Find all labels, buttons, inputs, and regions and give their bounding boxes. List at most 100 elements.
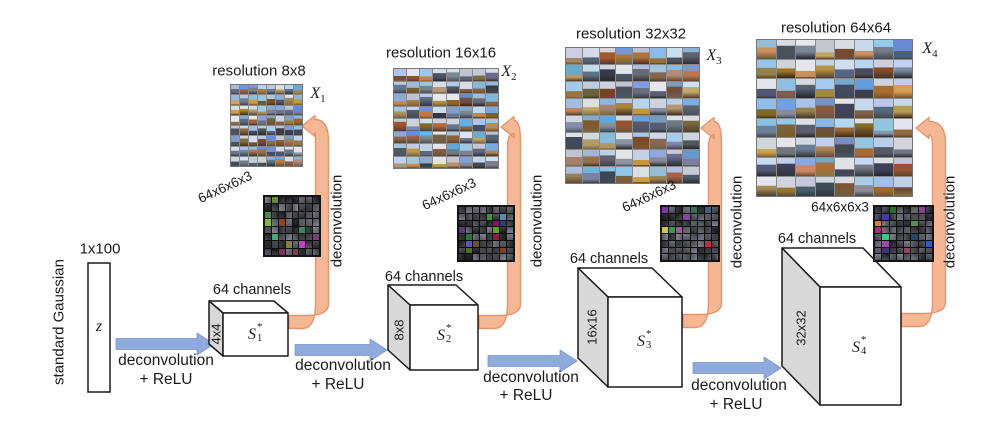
sample-thumbnail bbox=[394, 69, 407, 81]
sample-thumbnail bbox=[433, 81, 446, 93]
filter-thumbnail bbox=[486, 227, 493, 233]
sample-thumbnail bbox=[776, 118, 795, 138]
filter-thumbnail bbox=[507, 213, 513, 220]
sample-thumbnail bbox=[420, 119, 433, 131]
filter-thumbnail bbox=[925, 234, 932, 240]
filter-thumbnail bbox=[904, 220, 911, 227]
sample-thumbnail bbox=[649, 167, 666, 183]
sample-thumbnail bbox=[893, 177, 912, 196]
filter-thumbnail bbox=[493, 213, 500, 220]
filter-thumbnail bbox=[889, 234, 896, 240]
sample-thumbnail bbox=[599, 65, 616, 81]
sample-thumbnail bbox=[394, 144, 407, 156]
sample-thumbnail bbox=[835, 118, 854, 138]
filter-thumbnail bbox=[697, 220, 704, 227]
sample-thumbnail bbox=[267, 146, 275, 156]
sample-thumbnail bbox=[446, 106, 459, 118]
sample-thumbnail bbox=[683, 65, 699, 81]
sample-thumbnail bbox=[616, 82, 632, 98]
filter-thumbnail bbox=[711, 247, 718, 254]
filter-thumbnail bbox=[669, 247, 676, 254]
sample-thumbnail bbox=[240, 126, 248, 136]
sample-thumbnail bbox=[893, 138, 912, 157]
resolution-label-2: resolution 16x16 bbox=[385, 44, 497, 62]
filter-thumbnail bbox=[875, 240, 882, 247]
upsample-arrow-2 bbox=[478, 115, 522, 330]
filter-thumbnail bbox=[904, 240, 911, 247]
transition-label-1-line1: deconvolution bbox=[118, 352, 214, 369]
filter-thumbnail bbox=[690, 240, 697, 247]
filter-thumbnail bbox=[925, 227, 932, 233]
sample-thumbnail bbox=[616, 150, 632, 166]
filter-thumbnail bbox=[278, 241, 285, 248]
sample-thumbnail bbox=[294, 136, 302, 146]
filter-thumbnail bbox=[271, 211, 278, 219]
filter-thumbnail bbox=[292, 233, 299, 241]
filter-thumbnail bbox=[285, 233, 292, 241]
filter-thumbnail bbox=[896, 247, 903, 254]
filter-thumbnail bbox=[507, 254, 513, 260]
filter-thumbnail bbox=[493, 207, 500, 213]
sample-thumbnail bbox=[472, 119, 485, 131]
filter-thumbnail bbox=[465, 207, 472, 213]
filter-thumbnail bbox=[459, 213, 465, 220]
filter-thumbnail bbox=[911, 220, 918, 227]
filter-thumbnail bbox=[459, 207, 465, 213]
filter-thumbnail bbox=[486, 234, 493, 240]
filter-thumbnail bbox=[925, 254, 932, 260]
sample-thumbnail bbox=[874, 138, 893, 157]
generated-samples-grid-3 bbox=[565, 47, 700, 184]
sample-thumbnail bbox=[240, 105, 248, 115]
sample-thumbnail bbox=[616, 48, 632, 64]
sample-thumbnail bbox=[683, 150, 699, 166]
filter-thumbnail bbox=[669, 227, 676, 233]
filter-thumbnail bbox=[676, 247, 683, 254]
filter-thumbnail bbox=[271, 248, 278, 255]
filter-thumbnail bbox=[669, 234, 676, 240]
sample-thumbnail bbox=[757, 177, 776, 196]
sample-thumbnail bbox=[893, 40, 912, 59]
sample-thumbnail bbox=[599, 116, 616, 132]
filter-thumbnail bbox=[911, 207, 918, 213]
sample-thumbnail bbox=[649, 150, 666, 166]
filter-thumbnail bbox=[904, 254, 911, 260]
sample-thumbnail bbox=[566, 116, 582, 132]
sample-thumbnail bbox=[485, 156, 498, 168]
filter-thumbnail bbox=[313, 197, 319, 204]
filter-thumbnail bbox=[313, 219, 319, 226]
filter-thumbnail bbox=[690, 220, 697, 227]
filter-thumbnail bbox=[662, 227, 669, 233]
filter-thumbnail bbox=[918, 254, 925, 260]
state-symbol-3: S*3 bbox=[637, 328, 652, 351]
sample-thumbnail bbox=[258, 136, 266, 146]
sample-thumbnail bbox=[446, 119, 459, 131]
filter-thumbnail bbox=[507, 247, 513, 254]
sample-thumbnail bbox=[459, 94, 472, 106]
sample-thumbnail bbox=[294, 156, 302, 166]
generated-samples-grid-4 bbox=[756, 39, 913, 197]
sample-thumbnail bbox=[815, 98, 834, 118]
sample-thumbnail bbox=[796, 59, 815, 79]
sample-thumbnail bbox=[258, 156, 266, 166]
sample-thumbnail bbox=[267, 136, 275, 146]
sample-thumbnail bbox=[459, 119, 472, 131]
state-box-3-front bbox=[607, 296, 683, 388]
sample-thumbnail bbox=[394, 94, 407, 106]
sample-thumbnail bbox=[294, 146, 302, 156]
filter-thumbnail bbox=[704, 247, 711, 254]
filter-thumbnail bbox=[882, 207, 889, 213]
filter-thumbnail bbox=[479, 234, 486, 240]
filter-thumbnail bbox=[904, 207, 911, 213]
sample-thumbnail bbox=[582, 116, 599, 132]
sample-thumbnail bbox=[566, 65, 582, 81]
filter-thumbnail bbox=[889, 254, 896, 260]
sample-thumbnail bbox=[666, 116, 683, 132]
channels-label-3: 64 channels bbox=[569, 251, 649, 267]
depth-label-2: 8x8 bbox=[391, 319, 407, 341]
sample-thumbnail bbox=[757, 98, 776, 118]
filter-thumbnail bbox=[697, 247, 704, 254]
sample-thumbnail bbox=[285, 156, 293, 166]
sample-thumbnail bbox=[649, 116, 666, 132]
sample-thumbnail bbox=[446, 94, 459, 106]
